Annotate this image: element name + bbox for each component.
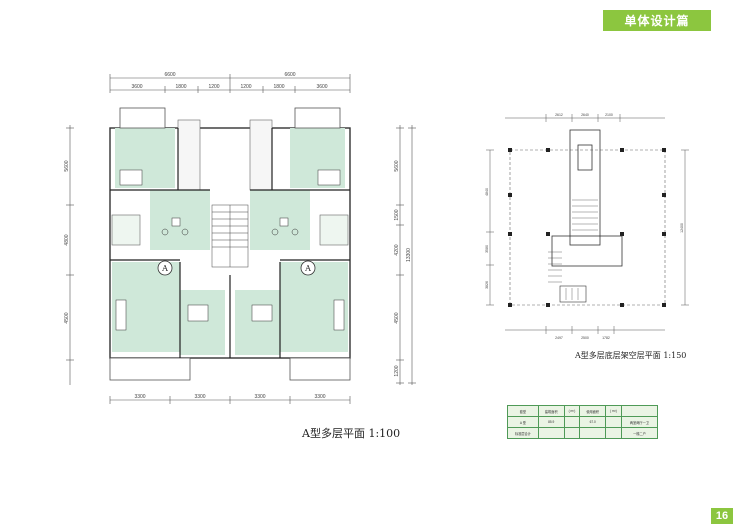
ground-plan-title: A型多层底层架空层平面 1:150 <box>575 351 687 360</box>
main-plan-title: A型多层平面 1:100 <box>302 427 401 440</box>
table-cell <box>563 416 581 428</box>
table-cell: 两室两厅一卫 <box>620 416 659 428</box>
svg-text:2640: 2640 <box>581 113 589 117</box>
table-cell: 使用面积 <box>579 405 607 417</box>
svg-text:3300: 3300 <box>314 394 325 400</box>
table-row: 套型 建筑面积 ( m²) 使用面积 ( m²) <box>507 405 659 417</box>
svg-text:6600: 6600 <box>284 72 295 78</box>
table-cell <box>537 427 565 439</box>
table-cell: A 型 <box>507 416 539 428</box>
svg-text:1800: 1800 <box>273 84 284 90</box>
svg-text:6600: 6600 <box>164 72 175 78</box>
svg-text:2497: 2497 <box>555 336 563 340</box>
svg-text:4500: 4500 <box>64 312 70 323</box>
unit-marker-right: A <box>300 260 316 276</box>
svg-text:1200: 1200 <box>240 84 251 90</box>
ground-floor-plan <box>486 114 689 334</box>
svg-text:13300: 13300 <box>406 248 412 262</box>
svg-text:3300: 3300 <box>254 394 265 400</box>
table-cell <box>605 416 622 428</box>
svg-text:4840: 4840 <box>485 188 489 196</box>
svg-text:3300: 3300 <box>134 394 145 400</box>
table-cell <box>620 405 659 417</box>
table-cell: 建筑面积 <box>537 405 565 417</box>
svg-text:A: A <box>304 264 311 273</box>
table-cell: ( m²) <box>605 405 622 417</box>
bedroom-se <box>235 290 280 355</box>
svg-text:3580: 3580 <box>485 245 489 253</box>
svg-text:5600: 5600 <box>64 160 70 171</box>
svg-text:1200: 1200 <box>394 365 400 376</box>
ground-dimension-labels: 2612 2640 2100 2497 2500 1782 4840 3580 … <box>485 113 684 340</box>
main-dimension-labels: 6600 6600 3600 1800 1200 1200 1800 3600 … <box>64 72 412 400</box>
section-label: 单体设计篇 <box>624 14 690 28</box>
main-dimension-lines <box>66 74 416 404</box>
table-cell: 67.0 <box>579 416 607 428</box>
section-header-tab: 单体设计篇 <box>603 10 711 31</box>
svg-text:3826: 3826 <box>485 281 489 289</box>
table-cell: ( m²) <box>563 405 581 417</box>
svg-text:1800: 1800 <box>175 84 186 90</box>
unit-marker-left: A <box>157 260 173 276</box>
svg-text:1782: 1782 <box>602 336 610 340</box>
svg-text:2500: 2500 <box>581 336 589 340</box>
bedroom-sw <box>180 290 225 355</box>
table-cell <box>579 427 607 439</box>
svg-text:A: A <box>161 264 168 273</box>
svg-text:3600: 3600 <box>316 84 327 90</box>
svg-text:4800: 4800 <box>64 234 70 245</box>
svg-text:4500: 4500 <box>394 312 400 323</box>
svg-text:5600: 5600 <box>394 160 400 171</box>
svg-text:2612: 2612 <box>555 113 563 117</box>
svg-text:3300: 3300 <box>194 394 205 400</box>
svg-text:4200: 4200 <box>394 244 400 255</box>
table-row: 标准层合计 一梯二户 <box>507 427 659 439</box>
svg-text:12400: 12400 <box>680 223 684 233</box>
table-cell: 套型 <box>507 405 539 417</box>
table-cell: 85.9 <box>537 416 565 428</box>
main-floor-plan: A A <box>109 107 351 381</box>
spec-table: 套型 建筑面积 ( m²) 使用面积 ( m²) A 型 85.9 67.0 两… <box>507 405 659 439</box>
page-number-badge: 16 <box>711 508 733 524</box>
svg-text:3600: 3600 <box>131 84 142 90</box>
table-cell <box>605 427 622 439</box>
svg-text:1500: 1500 <box>394 209 400 220</box>
svg-text:1200: 1200 <box>208 84 219 90</box>
table-cell: 一梯二户 <box>620 427 659 439</box>
table-row: A 型 85.9 67.0 两室两厅一卫 <box>507 416 659 428</box>
table-cell <box>563 427 581 439</box>
table-cell: 标准层合计 <box>507 427 539 439</box>
page-number: 16 <box>715 510 729 522</box>
svg-text:2100: 2100 <box>605 113 613 117</box>
